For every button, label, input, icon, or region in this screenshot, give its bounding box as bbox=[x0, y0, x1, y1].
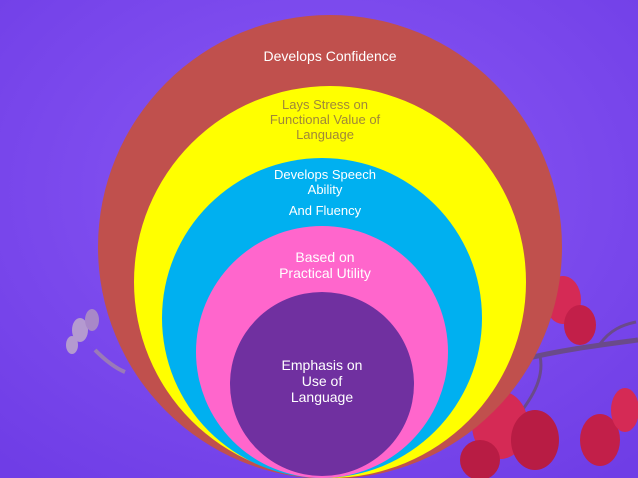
ring-label-line: Language bbox=[296, 126, 354, 142]
ring-label-speech-ability: Develops Speech Ability And Fluency bbox=[240, 167, 410, 219]
ring-label-line: Use of bbox=[301, 373, 343, 390]
ring-label-line: Practical Utility bbox=[279, 265, 371, 282]
ring-label-line: Develops Speech bbox=[274, 167, 376, 182]
ring-label-line: Based on bbox=[295, 249, 355, 265]
ring-label-line: Develops Confidence bbox=[263, 48, 397, 64]
ring-label-emphasis-language: Emphasis on Use of Language bbox=[252, 357, 392, 405]
ring-label-line: Emphasis on bbox=[281, 357, 363, 373]
ring-label-line: Language bbox=[290, 389, 354, 406]
ring-label-line: Lays Stress on bbox=[282, 97, 368, 112]
ring-label-line: Functional Value of bbox=[269, 111, 381, 127]
ring-label-line: And Fluency bbox=[288, 202, 362, 218]
ring-label-functional-value: Lays Stress on Functional Value of Langu… bbox=[235, 97, 415, 143]
ring-label-develops-confidence: Develops Confidence bbox=[210, 48, 450, 64]
ring-label-line: Ability bbox=[307, 181, 343, 197]
ring-emphasis-language bbox=[230, 292, 414, 476]
ring-label-practical-utility: Based on Practical Utility bbox=[240, 249, 410, 281]
bud-decoration bbox=[66, 309, 126, 374]
